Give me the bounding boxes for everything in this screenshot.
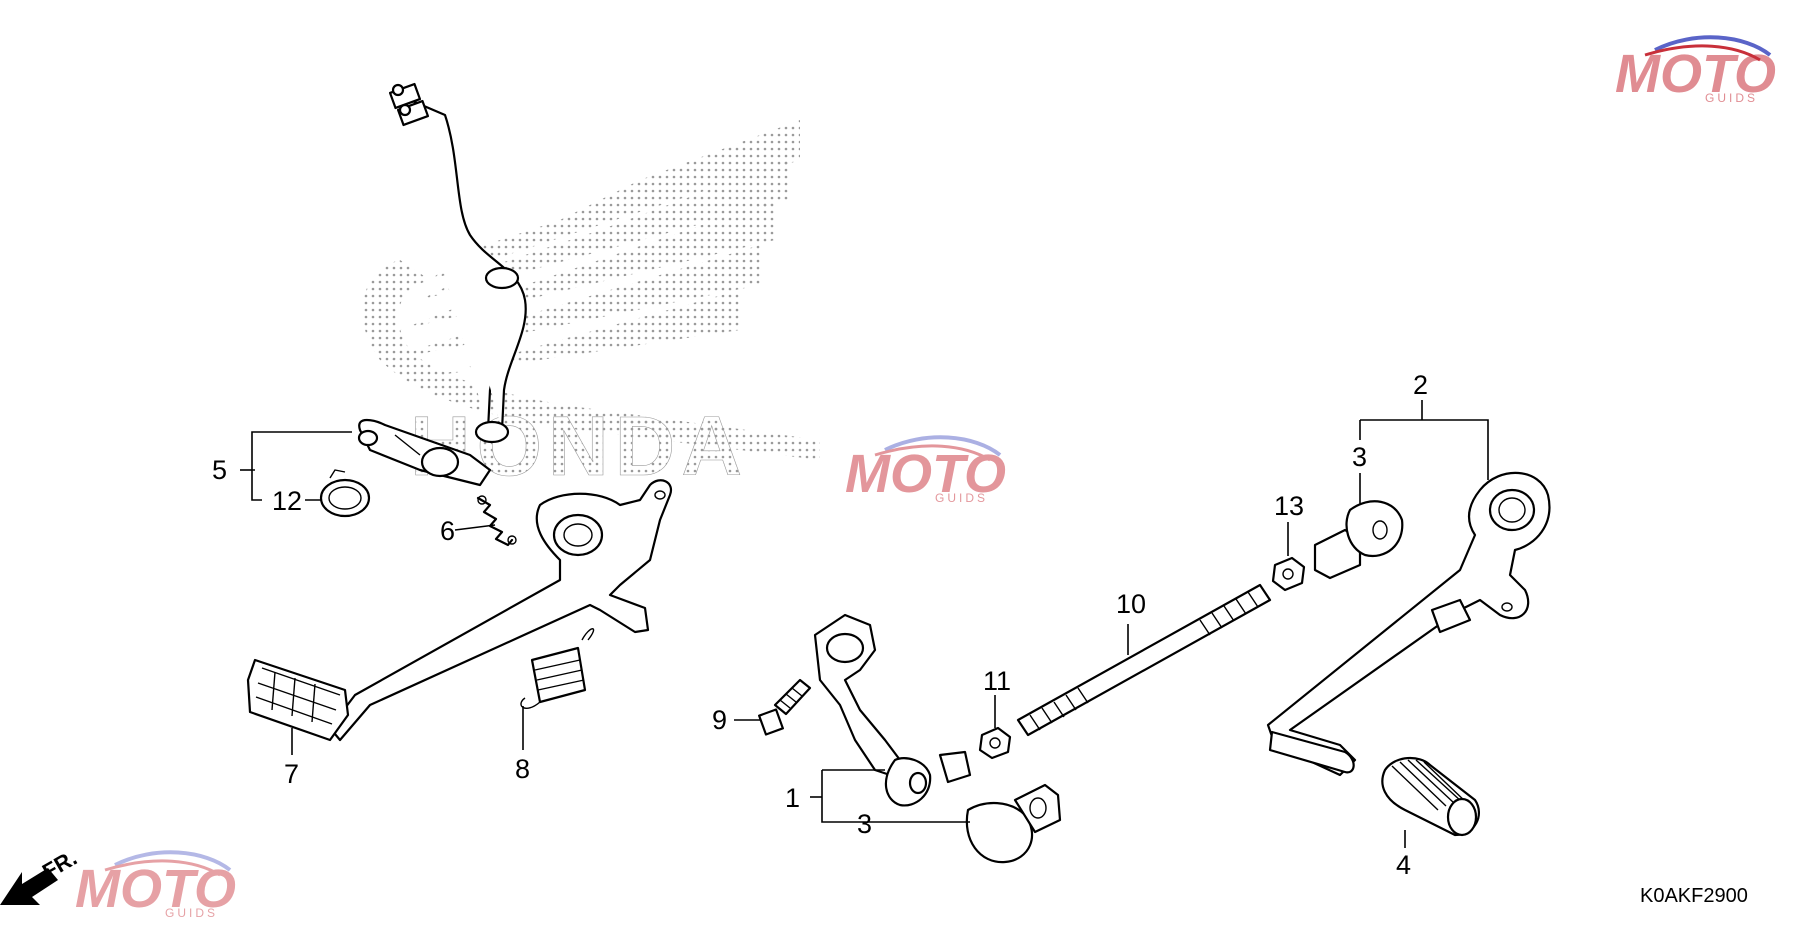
callout-13: 13 <box>1274 491 1304 521</box>
watermark-text: MOTO <box>1615 44 1776 104</box>
brake-switch-bracket <box>357 418 492 487</box>
shift-tie-rod <box>1016 583 1272 737</box>
bolt-part <box>758 678 812 736</box>
return-spring-small <box>476 495 517 547</box>
watermark-text: MOTO <box>845 444 1006 504</box>
watermark-top-right: MOTO GUIDS <box>1615 35 1776 105</box>
watermark-subtext: GUIDS <box>935 491 988 505</box>
gearshift-pedal <box>1266 471 1551 777</box>
callout-12: 12 <box>272 486 302 516</box>
callout-8: 8 <box>515 754 530 784</box>
clip-part <box>319 469 371 518</box>
watermark-subtext: GUIDS <box>165 906 218 920</box>
callout-2: 2 <box>1413 370 1428 400</box>
lock-nut-left <box>978 726 1012 760</box>
honda-wing-logo: HONDA <box>362 120 820 493</box>
gearshift-pedal-rubber <box>1381 757 1481 837</box>
tie-rod-end-lower <box>965 783 1062 864</box>
callout-4: 4 <box>1396 850 1411 880</box>
callout-labels: 5 12 6 7 8 9 1 3 11 10 13 3 2 4 K0AKF290… <box>212 370 1748 907</box>
tie-rod-end-upper <box>1313 500 1404 580</box>
watermark-text: MOTO <box>75 859 236 919</box>
front-direction-arrow: FR. <box>0 845 81 905</box>
watermark-subtext: GUIDS <box>1705 91 1758 105</box>
callout-11: 11 <box>983 666 1011 696</box>
leader-lines <box>240 400 1489 848</box>
callout-6: 6 <box>440 516 455 546</box>
callout-7: 7 <box>284 759 299 789</box>
callout-10: 10 <box>1116 589 1146 619</box>
callout-3-upper: 3 <box>1352 442 1367 472</box>
brake-pedal <box>246 479 673 742</box>
diagram-code: K0AKF2900 <box>1640 885 1748 907</box>
gearshift-arm <box>813 613 972 807</box>
watermark-bottom-left: MOTO GUIDS <box>75 850 236 920</box>
watermark-center: MOTO GUIDS <box>845 435 1006 505</box>
callout-5: 5 <box>212 455 227 485</box>
callout-1: 1 <box>785 783 800 813</box>
lock-nut-right <box>1271 556 1306 592</box>
brake-switch-cable <box>388 82 527 444</box>
callout-9: 9 <box>712 705 727 735</box>
callout-3-lower: 3 <box>857 809 872 839</box>
return-spring-large <box>520 628 595 709</box>
